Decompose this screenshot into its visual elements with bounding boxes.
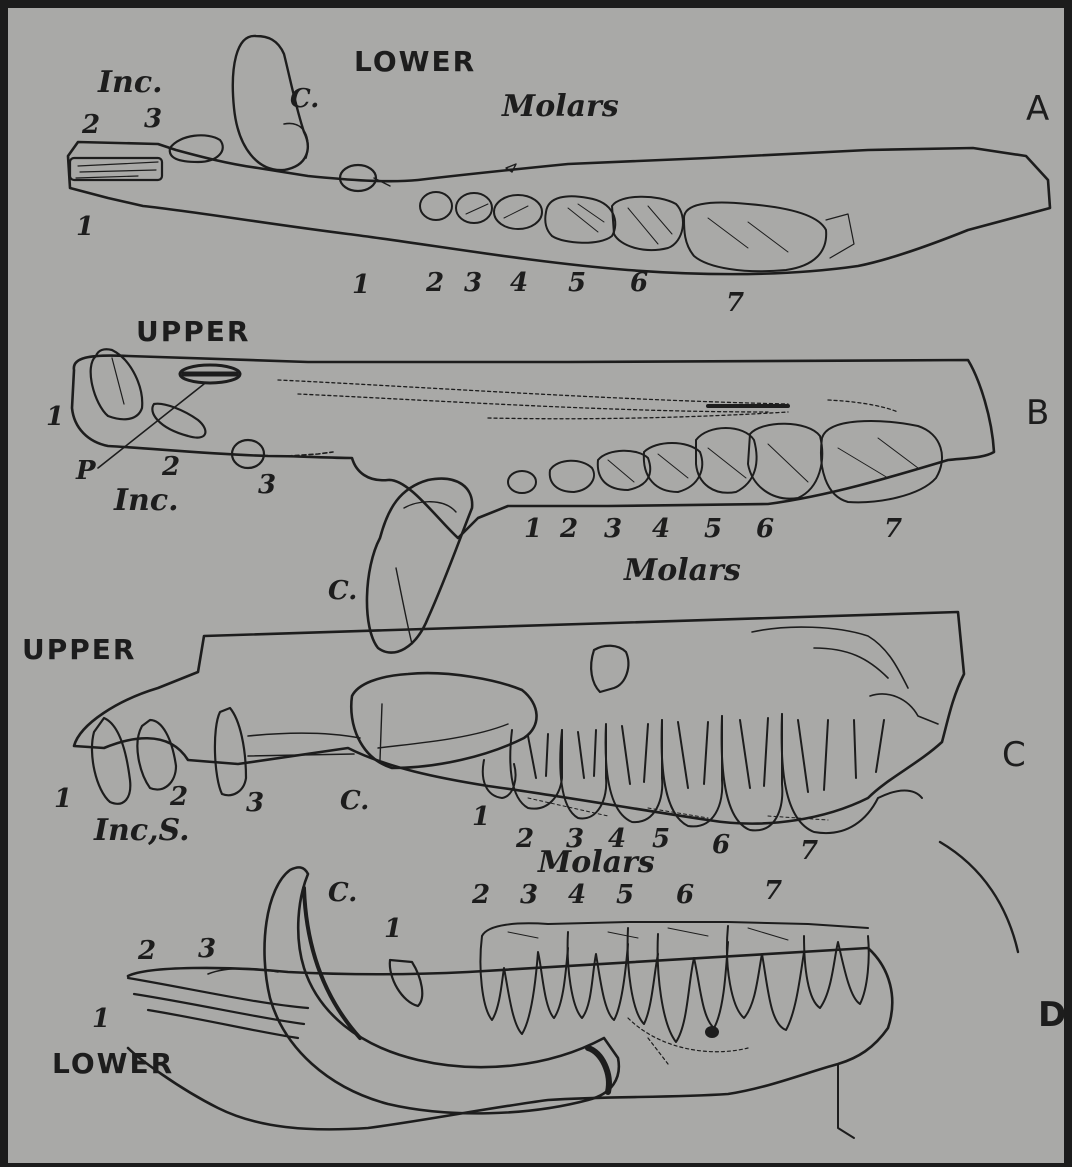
panel-b-molar-6: 6	[756, 516, 774, 542]
panel-c-molar-1: 1	[472, 804, 490, 830]
panel-b-molars-label: Molars	[624, 556, 741, 586]
panel-a-molar-5: 5	[568, 270, 586, 296]
panel-d-incisor-2: 2	[138, 938, 156, 964]
panel-c-molar-7: 7	[800, 838, 818, 864]
panel-a-incisors-label: Inc.	[98, 68, 163, 98]
panel-d-molar-1: 1	[384, 916, 402, 942]
upper-jaw-drawing-c	[74, 612, 964, 833]
molar-row-a	[420, 192, 854, 271]
panel-b-jaw-label: UPPER	[136, 318, 250, 346]
panel-a-molar-4: 4	[510, 270, 528, 296]
panel-b-molar-2: 2	[560, 516, 578, 542]
incisor-3-c	[215, 708, 246, 795]
incisor-2-b	[152, 404, 205, 438]
panel-d-incisor-3: 3	[198, 936, 216, 962]
panel-b-molar-1: 1	[524, 516, 542, 542]
panel-a-incisor-2: 2	[82, 112, 100, 138]
panel-a-canine-label: C.	[290, 86, 319, 112]
lower-jaw-drawing-a	[68, 36, 1050, 274]
panel-a-molar-7: 7	[726, 290, 744, 316]
panel-d-canine-label: C.	[328, 880, 357, 906]
panel-b-molar-4: 4	[652, 516, 670, 542]
canine-b	[367, 479, 472, 653]
panel-c-jaw-label: UPPER	[22, 636, 136, 664]
panel-c-incisor-2: 2	[170, 784, 188, 810]
panel-b-incisor-1: 1	[46, 404, 64, 430]
panel-b-molar-5: 5	[704, 516, 722, 542]
canine-c	[351, 673, 536, 768]
figure-plate: LOWER Molars Inc. C. A 1 2 3 1 2 3 4 5 6…	[8, 8, 1064, 1163]
panel-c-molar-6: 6	[712, 832, 730, 858]
panel-d-molar-5: 5	[616, 882, 634, 908]
panel-a-molar-1: 1	[352, 272, 370, 298]
panel-b-incisor-3: 3	[258, 472, 276, 498]
molar-row-d	[480, 922, 868, 1042]
incisor-1-b	[91, 349, 143, 419]
panel-b-molar-3: 3	[604, 516, 622, 542]
panel-a-molar-3: 3	[464, 270, 482, 296]
molar-row-b	[508, 421, 942, 502]
panel-b-incisor-2: 2	[162, 454, 180, 480]
panel-d-molar-7: 7	[764, 878, 782, 904]
canine-d	[264, 867, 618, 1113]
panel-a-molar-6: 6	[630, 270, 648, 296]
panel-d-molar-3: 3	[520, 882, 538, 908]
incisor-1-c	[92, 718, 130, 804]
jaw-drawings	[8, 8, 1064, 1163]
panel-a-id: A	[1026, 92, 1049, 126]
panel-b-canine-label: C.	[328, 578, 357, 604]
molar-row-c	[483, 714, 922, 833]
panel-d-molar-6: 6	[676, 882, 694, 908]
panel-a-incisor-3: 3	[144, 106, 162, 132]
panel-d-jaw-label: LOWER	[52, 1050, 174, 1078]
panel-b-molar-7: 7	[884, 516, 902, 542]
panel-a-incisor-1: 1	[76, 214, 94, 240]
panel-c-incisor-3: 3	[246, 790, 264, 816]
panel-d-incisor-1: 1	[92, 1006, 110, 1032]
panel-b-id: B	[1026, 396, 1049, 430]
panel-b-incisors-label: Inc.	[114, 486, 179, 516]
incisor-3-a	[170, 135, 223, 162]
panel-d-id: D	[1038, 998, 1066, 1032]
panel-c-molars-label: Molars	[538, 848, 655, 878]
premolar-1-d	[390, 960, 422, 1006]
panel-c-molar-2: 2	[516, 826, 534, 852]
panel-c-id: C	[1002, 738, 1026, 772]
panel-c-incisor-1: 1	[54, 786, 72, 812]
panel-a-jaw-label: LOWER	[354, 48, 476, 76]
panel-a-molar-2: 2	[426, 270, 444, 296]
panel-d-molar-2: 2	[472, 882, 490, 908]
panel-a-molars-label: Molars	[502, 92, 619, 122]
panel-c-canine-label: C.	[340, 788, 369, 814]
panel-d-molar-4: 4	[568, 882, 586, 908]
panel-b-p-label: P	[76, 458, 96, 484]
upper-jaw-drawing-b	[72, 349, 994, 652]
panel-c-incisors-label: Inc,S.	[94, 816, 190, 846]
incisor-2-c	[137, 720, 176, 790]
